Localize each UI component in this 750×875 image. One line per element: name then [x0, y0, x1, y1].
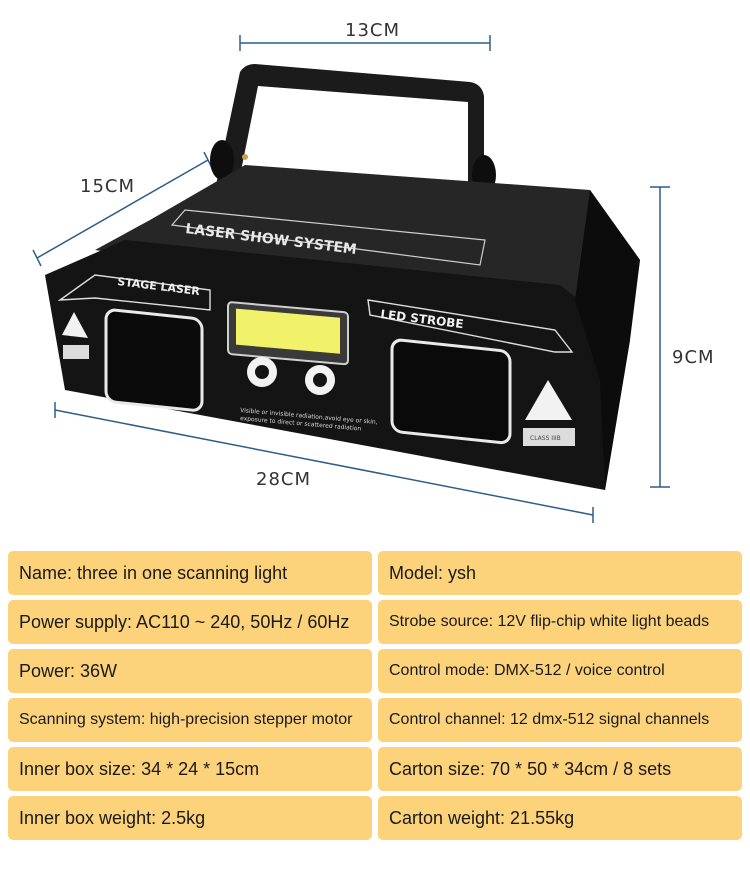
dimension-lines [32, 35, 670, 523]
spec-cell: Name: three in one scanning light [8, 551, 372, 595]
left-knob [210, 140, 234, 180]
right-warning-icon [525, 380, 572, 420]
spec-cell: Power: 36W [8, 649, 372, 693]
led-panel [236, 308, 340, 354]
spec-cell: Carton weight: 21.55kg [378, 796, 742, 840]
spec-cell: Inner box size: 34 * 24 * 15cm [8, 747, 372, 791]
depth-dimension-label: 15CM [80, 176, 136, 197]
length-dimension-label: 28CM [256, 469, 312, 490]
spec-cell: Scanning system: high-precision stepper … [8, 698, 372, 742]
spec-table: Name: three in one scanning light Model:… [8, 551, 742, 840]
laser-device-illustration: LASER SHOW SYSTEM STAGE LASER Visible or… [32, 35, 670, 523]
spec-cell: Model: ysh [378, 551, 742, 595]
spec-cell: Control channel: 12 dmx-512 signal chann… [378, 698, 742, 742]
laser-aperture [104, 308, 204, 412]
width-dimension-label: 13CM [345, 20, 401, 41]
gear-icon-2 [305, 365, 335, 395]
class-label: CLASS IIIB [530, 435, 561, 442]
spec-cell: Inner box weight: 2.5kg [8, 796, 372, 840]
handle-bracket [215, 64, 484, 200]
spec-cell: Carton size: 70 * 50 * 34cm / 8 sets [378, 747, 742, 791]
spec-cell: Strobe source: 12V flip-chip white light… [378, 600, 742, 644]
left-warning-icon [62, 312, 88, 338]
gear-icon [247, 357, 277, 387]
height-dimension-label: 9CM [672, 347, 715, 368]
spec-cell: Control mode: DMX-512 / voice control [378, 649, 742, 693]
spec-cell: Power supply: AC110 ~ 240, 50Hz / 60Hz [8, 600, 372, 644]
strobe-aperture [390, 338, 512, 445]
product-photo: LASER SHOW SYSTEM STAGE LASER Visible or… [32, 20, 715, 523]
